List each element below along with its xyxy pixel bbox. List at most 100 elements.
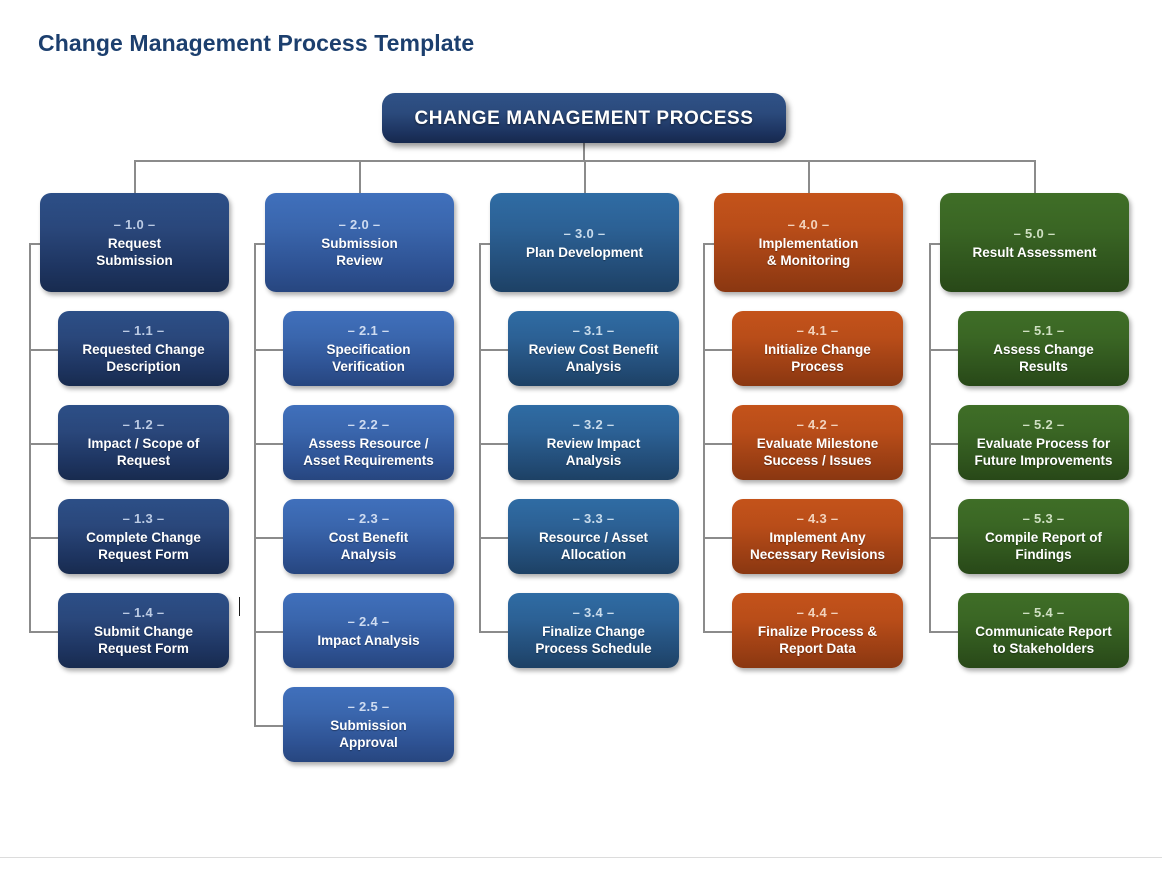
column-1-step-2-node-number: – 1.2 – [122, 417, 165, 432]
root-node-label: CHANGE MANAGEMENT PROCESS [414, 107, 754, 129]
column-5-header-node-label-line-1: Result Assessment [972, 244, 1097, 260]
column-4-header-node-label-line-1: Implementation [758, 236, 859, 251]
column-5-step-4-node-label-line-2: to Stakeholders [992, 641, 1095, 656]
column-1-step-1-node-label-line-2: Description [106, 359, 181, 374]
column-2-step-3-node-number: – 2.3 – [347, 511, 390, 526]
connector-column-5-step-1 [929, 348, 958, 351]
column-2-step-3-node-label-line-2: Analysis [340, 547, 397, 562]
connector-rail-column-3 [479, 242, 481, 633]
connector-column-2-step-1 [254, 348, 283, 351]
column-1-header-node-label-line-1: Request [107, 236, 162, 251]
column-3-step-4-node-label-line-1: Finalize Change [542, 624, 645, 639]
column-4-header-node[interactable]: – 4.0 – Implementation & Monitoring [714, 193, 903, 292]
connector-column-4-step-4 [703, 630, 732, 633]
column-1-step-3-node-label-line-1: Complete Change [86, 530, 201, 545]
column-4-step-4-node-number: – 4.4 – [796, 605, 839, 620]
connector-column-2-step-4 [254, 630, 283, 633]
connector-column-3-step-3 [479, 536, 508, 539]
column-3-step-3-node-number: – 3.3 – [572, 511, 615, 526]
connector-column-4-step-3 [703, 536, 732, 539]
connector-column-2-step-5 [254, 724, 283, 727]
column-3-step-1-node-label-line-1: Review Cost Benefit [528, 342, 659, 357]
page-title: Change Management Process Template [38, 30, 475, 56]
column-2-step-2-node[interactable]: – 2.2 –Assess Resource /Asset Requiremen… [283, 405, 454, 480]
connector-bus-to-column-4 [807, 160, 810, 193]
connector-rail-top-column-1 [29, 242, 40, 245]
column-3-step-1-node-label-line-2: Analysis [565, 359, 622, 374]
connector-column-5-step-3 [929, 536, 958, 539]
column-2-header-node-label-line-1: Submission [321, 236, 398, 251]
connector-bus-to-column-3 [583, 160, 586, 193]
connector-rail-column-1 [29, 242, 31, 633]
connector-rail-column-5 [929, 242, 931, 633]
column-2-step-3-node-label-line-1: Cost Benefit [328, 530, 409, 545]
column-4-step-3-node-label-line-2: Necessary Revisions [749, 547, 886, 562]
column-3-step-2-node-label-line-1: Review Impact [546, 436, 641, 451]
column-4-step-2-node-number: – 4.2 – [796, 417, 839, 432]
column-2-step-4-node[interactable]: – 2.4 –Impact Analysis [283, 593, 454, 668]
connector-column-5-step-2 [929, 442, 958, 445]
column-3-header-node-number: – 3.0 – [563, 225, 606, 241]
column-4-step-4-node[interactable]: – 4.4 – Finalize Process & Report Data [732, 593, 903, 668]
column-3-header-node[interactable]: – 3.0 –Plan Development [490, 193, 679, 292]
connector-column-1-step-2 [29, 442, 58, 445]
column-2-step-1-node-number: – 2.1 – [347, 323, 390, 338]
connector-column-3-step-4 [479, 630, 508, 633]
column-1-step-2-node-label-line-1: Impact / Scope of [87, 436, 200, 451]
column-1-step-4-node-number: – 1.4 – [122, 605, 165, 620]
column-5-step-2-node-number: – 5.2 – [1022, 417, 1065, 432]
column-1-header-node-number: – 1.0 – [113, 217, 156, 232]
column-3-step-4-node-number: – 3.4 – [572, 605, 615, 620]
column-2-step-4-node-number: – 2.4 – [347, 613, 390, 629]
column-5-step-2-node-label-line-1: Evaluate Process for [976, 436, 1111, 451]
connector-column-2-step-3 [254, 536, 283, 539]
connector-column-5-step-4 [929, 630, 958, 633]
column-5-step-4-node-number: – 5.4 – [1022, 605, 1065, 620]
column-1-step-1-node-label-line-1: Requested Change [82, 342, 205, 357]
connector-rail-top-column-5 [929, 242, 940, 245]
column-2-step-2-node-number: – 2.2 – [347, 417, 390, 432]
column-4-step-4-node-label-line-1: Finalize Process & [757, 624, 878, 639]
column-5-step-1-node-label-line-1: Assess Change [993, 342, 1094, 357]
connector-column-1-step-3 [29, 536, 58, 539]
column-4-header-node-number: – 4.0 – [787, 217, 830, 232]
column-2-step-5-node-label-line-2: Approval [339, 735, 398, 750]
connector-column-2-step-2 [254, 442, 283, 445]
root-node-change-management-process[interactable]: CHANGE MANAGEMENT PROCESS [382, 93, 786, 143]
column-4-step-4-node-label-line-2: Report Data [779, 641, 856, 656]
column-1-header-node-label-line-2: Submission [96, 253, 173, 268]
connector-rail-top-column-2 [254, 242, 265, 245]
connector-column-1-step-4 [29, 630, 58, 633]
column-2-step-1-node-label-line-1: Specification [326, 342, 411, 357]
connector-rail-top-column-4 [703, 242, 714, 245]
column-5-step-1-node-number: – 5.1 – [1022, 323, 1065, 338]
connector-column-4-step-2 [703, 442, 732, 445]
column-5-header-node[interactable]: – 5.0 –Result Assessment [940, 193, 1129, 292]
column-5-step-3-node-label-line-1: Compile Report of [985, 530, 1102, 545]
column-2-header-node-label-line-2: Review [336, 253, 383, 268]
column-5-step-3-node-label-line-2: Findings [1015, 547, 1072, 562]
column-4-step-3-node-label-line-1: Implement Any [769, 530, 866, 545]
column-4-header-node-label-line-2: & Monitoring [766, 253, 851, 268]
